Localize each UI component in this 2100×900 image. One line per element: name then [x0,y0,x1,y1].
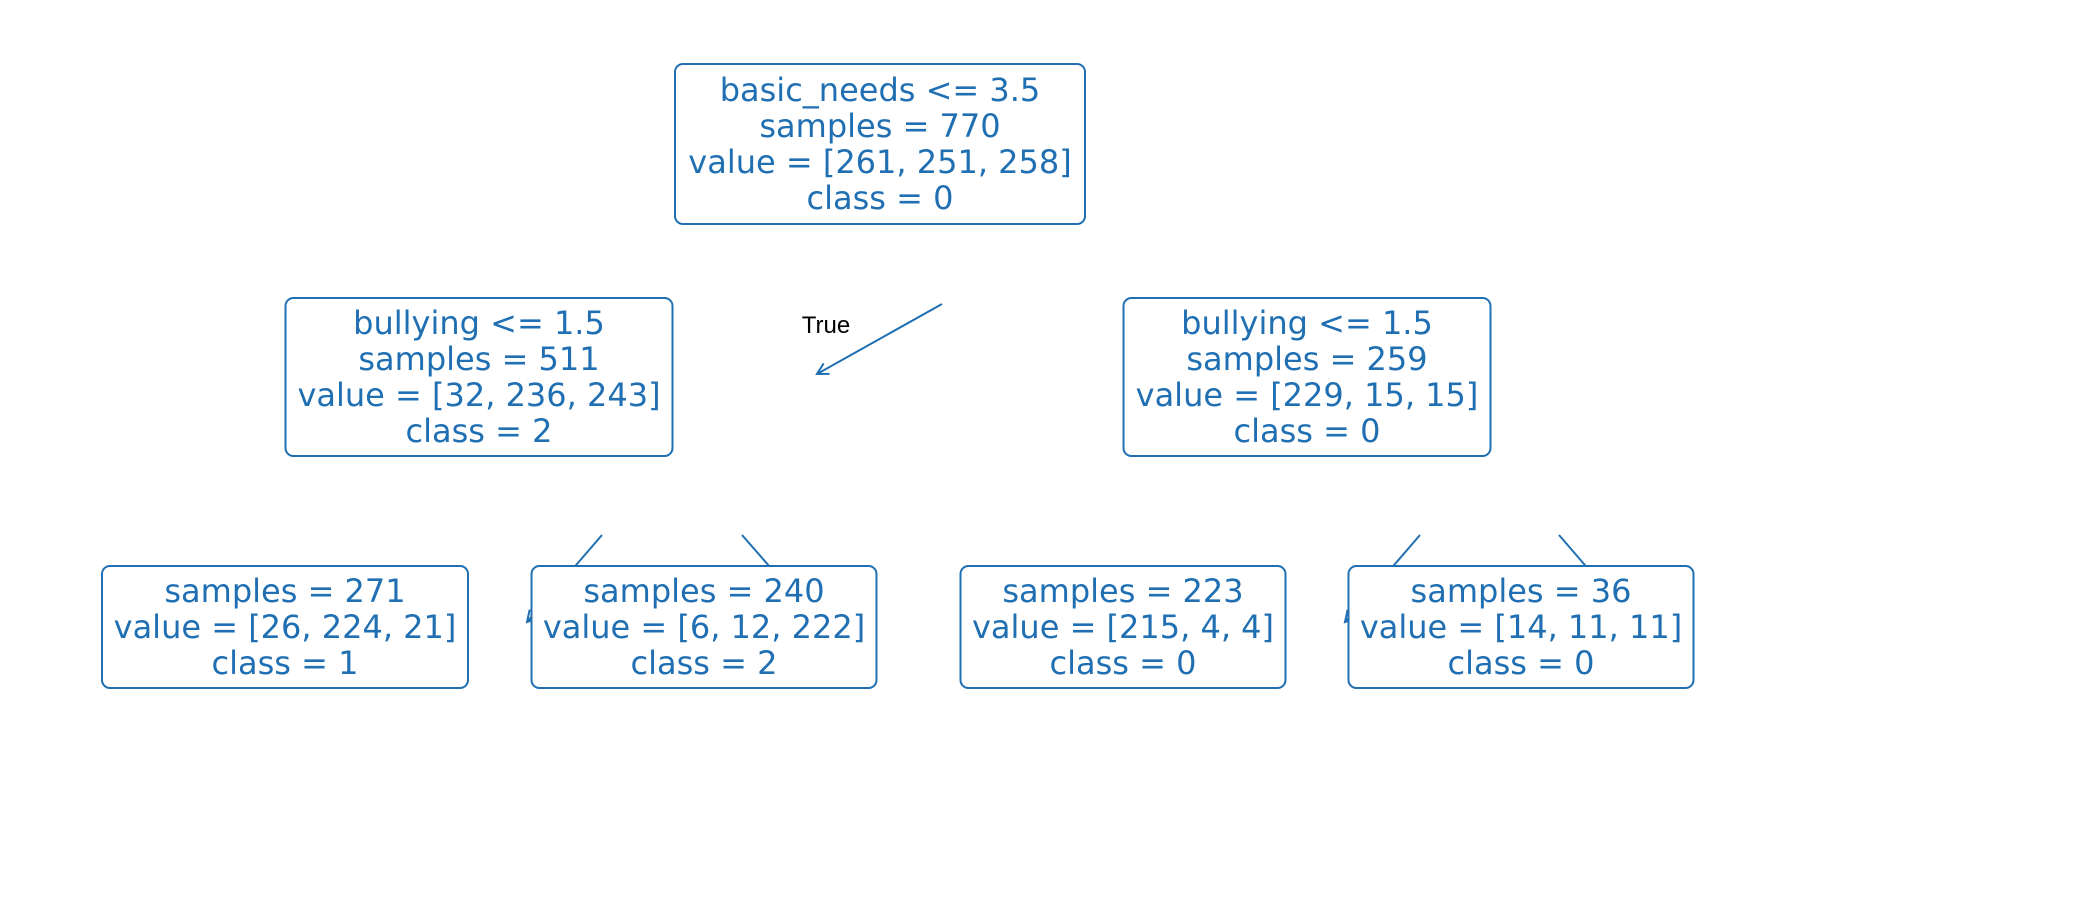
node-box [674,63,1086,225]
node-text-line: basic_needs <= 3.5 [720,71,1041,109]
node-text-line: value = [26, 224, 21] [114,608,457,646]
node-box [1347,565,1695,689]
node-text-line: class = 0 [1234,412,1381,450]
node-text-line: samples = 223 [1002,572,1243,610]
node-box [1122,297,1492,457]
node-box [530,565,878,689]
node-text-line: bullying <= 1.5 [353,304,605,342]
node-box [959,565,1287,689]
node-text-line: bullying <= 1.5 [1181,304,1433,342]
node-text-line: samples = 511 [358,340,599,378]
node-text-line: samples = 271 [164,572,405,610]
node-text-line: class = 0 [1448,644,1595,682]
node-text-line: value = [14, 11, 11] [1360,608,1682,646]
node-text-line: value = [261, 251, 258] [688,143,1071,181]
node-text-line: samples = 770 [759,107,1000,145]
node-text-line: class = 2 [631,644,778,682]
node-box [101,565,469,689]
node-text-line: value = [215, 4, 4] [972,608,1274,646]
node-text-line: value = [32, 236, 243] [297,376,660,414]
node-text-line: class = 0 [1050,644,1197,682]
node-box [284,297,674,457]
node-text-line: samples = 240 [583,572,824,610]
node-text-line: value = [229, 15, 15] [1136,376,1479,414]
node-text-line: class = 1 [212,644,359,682]
node-text-line: class = 2 [406,412,553,450]
node-text-line: value = [6, 12, 222] [543,608,865,646]
edge-label-true: True [802,312,850,339]
edge-arrow-root-to-left [817,303,943,374]
node-text-line: samples = 259 [1186,340,1427,378]
node-text-line: class = 0 [807,179,954,217]
node-text-line: samples = 36 [1411,572,1632,610]
